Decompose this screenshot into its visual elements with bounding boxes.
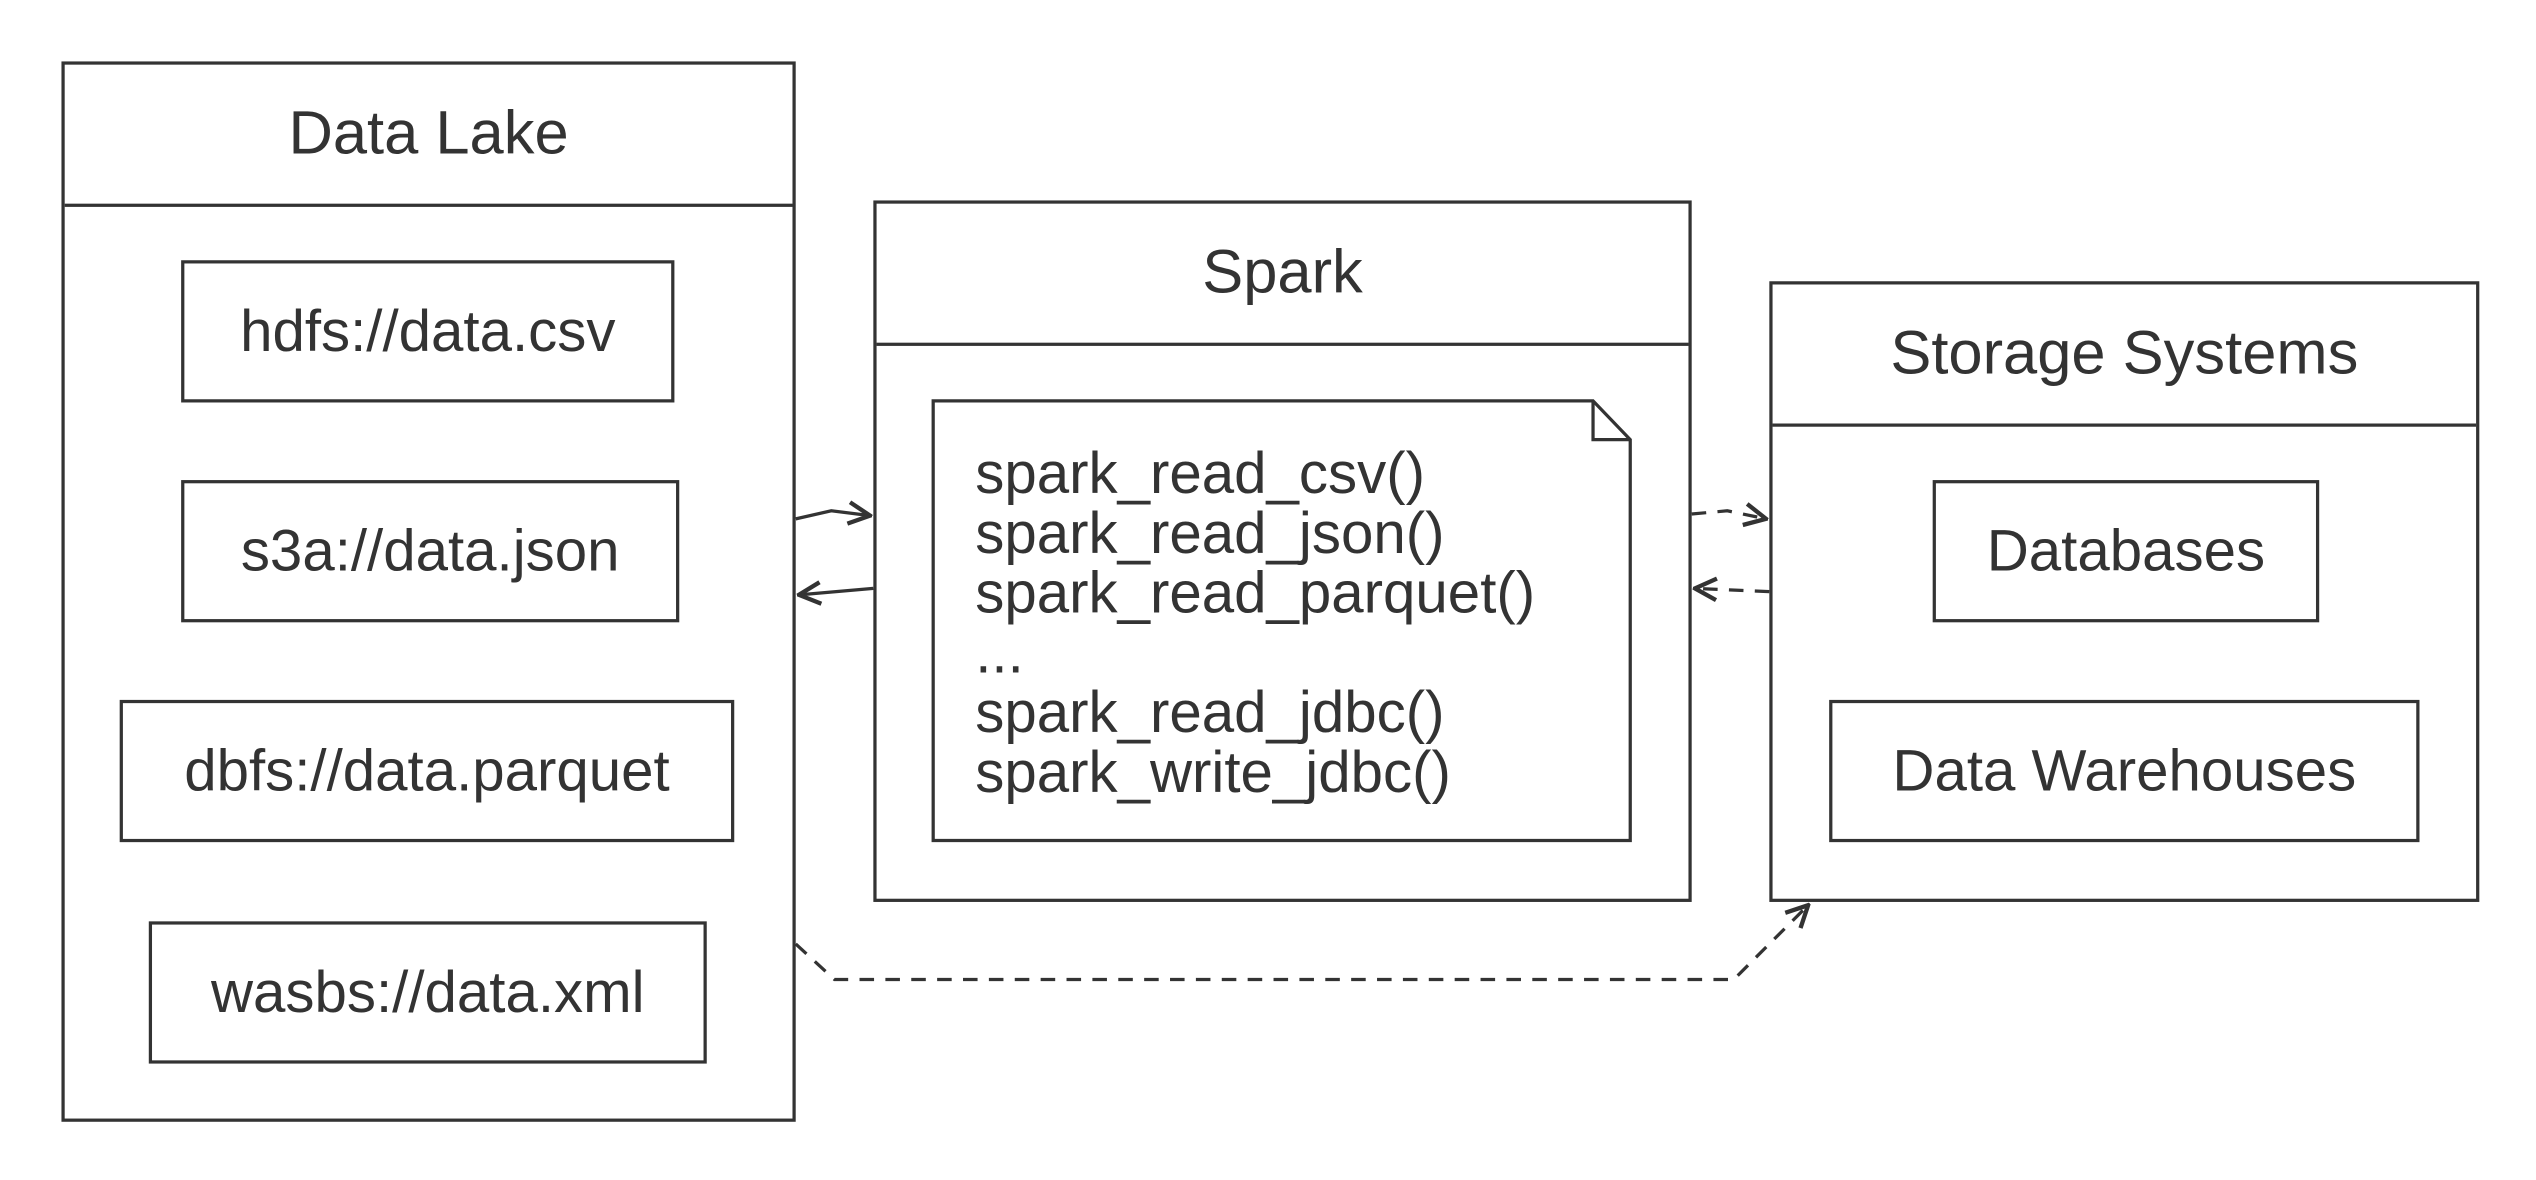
note-fold-icon: [1591, 400, 1631, 442]
data-lake-item-json: s3a://data.json: [181, 480, 680, 623]
spark-functions-note-shape: [931, 399, 1632, 843]
storage-item-databases: Databases: [1932, 480, 2320, 623]
spark-title: Spark: [876, 204, 1689, 346]
spark-function-read-parquet: spark_read_parquet(): [975, 559, 1536, 626]
data-lake-item-csv: hdfs://data.csv: [181, 260, 675, 403]
data-lake-item-xml: wasbs://data.xml: [148, 921, 707, 1064]
spark-function-read-json: spark_read_json(): [975, 499, 1445, 566]
storage-systems-group: Storage Systems: [1769, 281, 2480, 902]
spark-function-read-jdbc: spark_read_jdbc(): [975, 678, 1445, 746]
spark-functions-list: spark_read_csv() spark_read_json() spark…: [975, 443, 1535, 802]
edge-spark-to-data-lake: [799, 588, 874, 594]
spark-function-ellipsis: ...: [975, 619, 1024, 686]
data-lake-group: Data Lake: [61, 61, 796, 1122]
storage-systems-title: Storage Systems: [1772, 284, 2477, 427]
data-lake-title: Data Lake: [64, 65, 793, 207]
spark-function-write-jdbc: spark_write_jdbc(): [975, 738, 1451, 805]
spark-function-read-csv: spark_read_csv(): [975, 439, 1426, 506]
data-lake-item-parquet: dbfs://data.parquet: [119, 699, 735, 843]
edge-data-lake-to-spark: [795, 511, 870, 519]
storage-item-data-warehouses: Data Warehouses: [1829, 699, 2420, 843]
edge-data-lake-to-storage: [794, 905, 1808, 982]
edge-spark-to-storage: [1691, 511, 1766, 519]
spark-group: Spark: [873, 200, 1692, 902]
edge-storage-to-spark: [1695, 588, 1770, 591]
